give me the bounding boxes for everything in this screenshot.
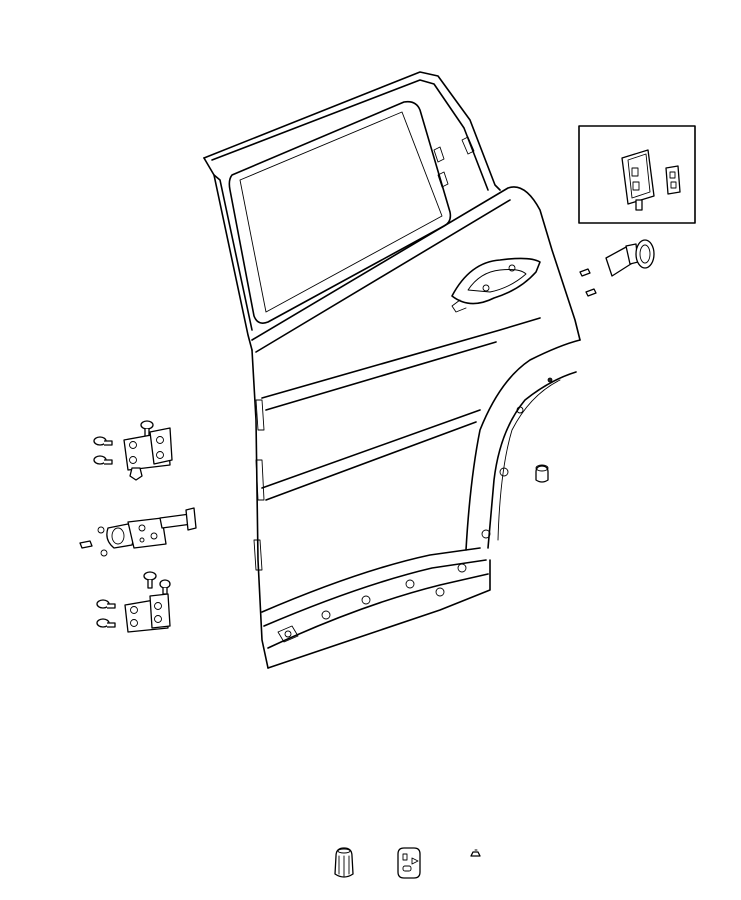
latch-striker-inset-icon	[578, 125, 696, 297]
grommet-icon	[535, 464, 549, 483]
lower-door-hinge-icon	[96, 571, 171, 633]
rear-door-shell-icon	[203, 71, 581, 669]
rivet-nut-icon	[334, 847, 354, 878]
door-handle-mechanism-icon	[451, 257, 541, 313]
push-pin-clip-icon	[470, 849, 481, 857]
upper-door-hinge-icon	[93, 420, 173, 481]
door-check-strap-icon	[79, 507, 197, 557]
retainer-clip-icon	[397, 847, 421, 879]
